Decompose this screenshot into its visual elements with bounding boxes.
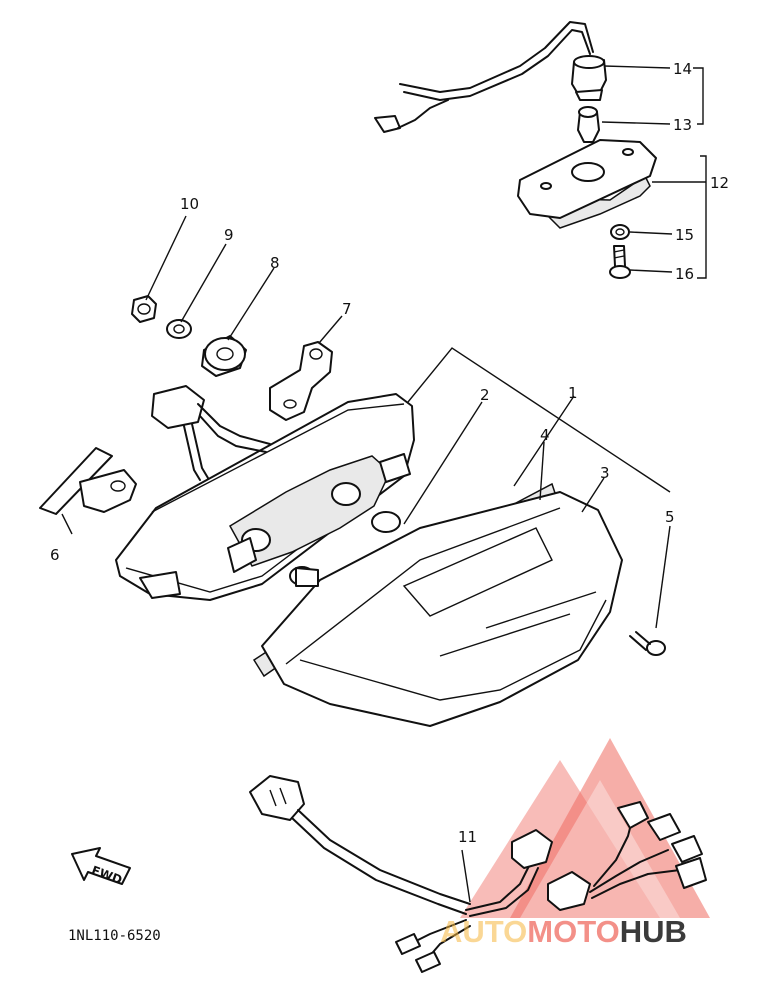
nut-15 bbox=[610, 224, 630, 240]
screw-5 bbox=[629, 631, 666, 656]
tail-light-housing bbox=[115, 385, 415, 601]
leader-lines-right bbox=[601, 65, 707, 279]
callout-5: 5 bbox=[665, 508, 675, 526]
callout-15: 15 bbox=[675, 226, 694, 244]
callout-1: 1 bbox=[568, 384, 578, 402]
callout-2: 2 bbox=[480, 386, 490, 404]
callout-13: 13 bbox=[673, 116, 692, 134]
license-bulb-socket bbox=[374, 21, 607, 133]
callout-11: 11 bbox=[458, 828, 477, 846]
nut-10 bbox=[131, 295, 157, 323]
grommet-8 bbox=[201, 335, 247, 377]
screw-16 bbox=[609, 245, 631, 279]
callout-9: 9 bbox=[224, 226, 234, 244]
watermark-wordmark: AUTOMOTOHUB bbox=[440, 914, 687, 949]
watermark-part2: MOTO bbox=[527, 914, 619, 949]
callout-10: 10 bbox=[180, 195, 199, 213]
leader-lines-top-left bbox=[145, 215, 343, 357]
callout-14: 14 bbox=[673, 60, 692, 78]
license-lens-plate bbox=[517, 139, 657, 229]
callout-3: 3 bbox=[600, 464, 610, 482]
license-bulb bbox=[577, 106, 600, 143]
callout-7: 7 bbox=[342, 300, 352, 318]
part-code: 1NL110-6520 bbox=[68, 928, 161, 944]
bracket-7 bbox=[269, 341, 333, 421]
callout-4: 4 bbox=[540, 426, 550, 444]
callout-6: 6 bbox=[50, 546, 60, 564]
tail-light-lens bbox=[252, 482, 623, 727]
leader-lines-center bbox=[403, 347, 671, 629]
forward-arrow-icon bbox=[71, 847, 131, 885]
watermark-part3: HUB bbox=[620, 914, 687, 949]
callout-8: 8 bbox=[270, 254, 280, 272]
washer-9 bbox=[166, 319, 192, 339]
callout-16: 16 bbox=[675, 265, 694, 283]
svg-text:AUTOMOTOHUB: AUTOMOTOHUB bbox=[440, 914, 687, 949]
wire-harness-11 bbox=[249, 775, 707, 973]
watermark-part1: AUTO bbox=[440, 914, 527, 949]
reflector-6 bbox=[39, 447, 137, 535]
callout-12: 12 bbox=[710, 174, 729, 192]
